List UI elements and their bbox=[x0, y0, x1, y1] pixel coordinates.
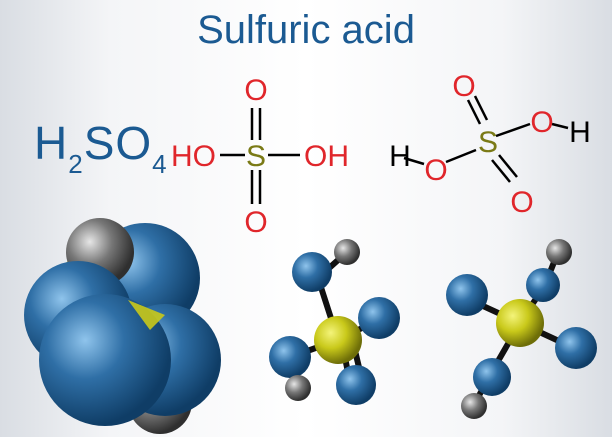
oxygen-label-bottom-3d: O bbox=[510, 186, 533, 219]
hydrogen-label-right: H bbox=[569, 116, 591, 149]
oxygen-sphere bbox=[39, 294, 171, 426]
ball-and-stick-model-2 bbox=[446, 239, 597, 419]
sulfur-label-3d: S bbox=[478, 126, 498, 159]
oxygen-label-bottom: O bbox=[244, 206, 267, 239]
oxygen-label-left: O bbox=[424, 154, 447, 187]
ball-and-stick-model-1 bbox=[269, 239, 400, 405]
space-filling-model bbox=[24, 218, 221, 434]
formula-subscript-2: 2 bbox=[68, 149, 84, 179]
hydroxyl-label-right: OH bbox=[304, 140, 349, 173]
structural-formula-3d: H O S O O O H bbox=[389, 70, 591, 219]
oxygen-label-top-3d: O bbox=[452, 70, 475, 103]
oxygen-label-top: O bbox=[244, 74, 267, 107]
molecular-formula: H2SO4 bbox=[34, 116, 168, 180]
sulfur-label: S bbox=[246, 140, 266, 173]
formula-hydrogen: H bbox=[34, 117, 69, 169]
formula-so: SO bbox=[83, 117, 153, 169]
formula-subscript-4: 4 bbox=[152, 149, 168, 179]
hydrogen-label-left: H bbox=[389, 140, 411, 173]
structural-formula-linear: O S O HO OH bbox=[171, 74, 349, 239]
hydroxyl-label-left: HO bbox=[171, 140, 216, 173]
oxygen-label-right-3d: O bbox=[530, 106, 553, 139]
page-title: Sulfuric acid bbox=[197, 8, 415, 52]
